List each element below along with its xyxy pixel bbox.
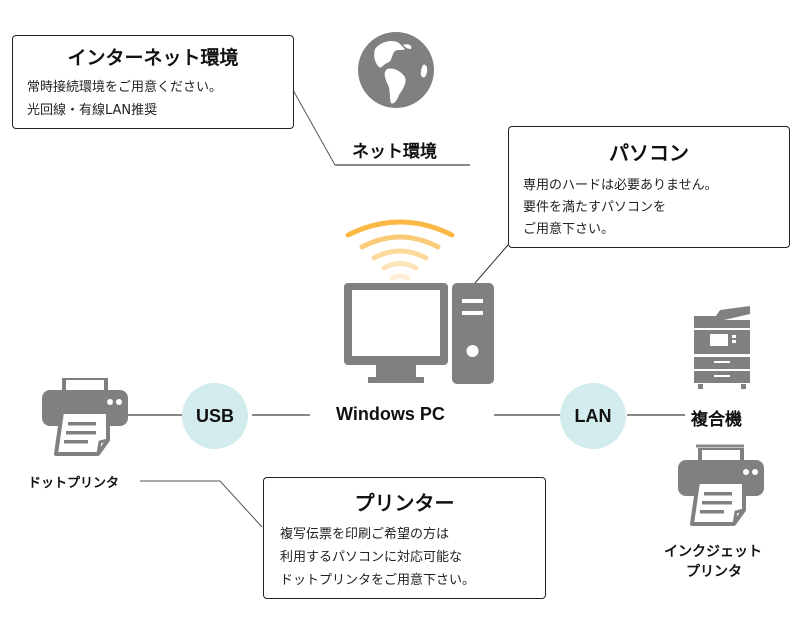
pc-callout-line2: 要件を満たすパソコンを bbox=[523, 200, 667, 215]
monitor-icon bbox=[344, 283, 448, 383]
usb-badge: USB bbox=[182, 383, 248, 449]
lan-badge: LAN bbox=[560, 383, 626, 449]
printer-callout: プリンター 複写伝票を印刷ご希望の方は 利用するパソコンに対応可能な ドットプリ… bbox=[263, 477, 546, 599]
dot-printer-icon bbox=[42, 378, 128, 456]
globe-icon bbox=[358, 32, 434, 108]
pc-callout-pointer bbox=[474, 244, 509, 284]
dot-printer-label: ドットプリンタ bbox=[28, 476, 120, 491]
mfp-label: 複合機 bbox=[691, 410, 742, 430]
pc-callout: パソコン 専用のハードは必要ありません。 要件を満たすパソコンを ご用意下さい。 bbox=[508, 126, 790, 248]
inkjet-label-line2: プリンタ bbox=[686, 564, 742, 580]
net-label: ネット環境 bbox=[352, 142, 437, 162]
printer-callout-line1: 複写伝票を印刷ご希望の方は bbox=[280, 527, 450, 542]
printer-callout-pointer bbox=[140, 480, 263, 528]
internet-callout-line2: 光回線・有線LAN推奨 bbox=[27, 103, 158, 118]
internet-callout: インターネット環境 常時接続環境をご用意ください。 光回線・有線LAN推奨 bbox=[12, 35, 294, 129]
inkjet-label-line1: インクジェット bbox=[664, 544, 762, 560]
internet-callout-title: インターネット環境 bbox=[67, 47, 239, 69]
wifi-icon bbox=[345, 219, 455, 281]
internet-callout-line1: 常時接続環境をご用意ください。 bbox=[27, 80, 223, 95]
printer-callout-line2: 利用するパソコンに対応可能な bbox=[280, 550, 463, 565]
inkjet-printer-icon bbox=[678, 448, 764, 526]
pc-callout-line3: ご用意下さい。 bbox=[523, 222, 615, 237]
pc-label: Windows PC bbox=[336, 404, 445, 424]
pc-callout-title: パソコン bbox=[609, 141, 689, 165]
multifunction-printer-icon bbox=[694, 306, 750, 389]
printer-callout-title: プリンター bbox=[354, 491, 455, 515]
pc-tower-icon bbox=[452, 283, 494, 384]
printer-callout-line3: ドットプリンタをご用意下さい。 bbox=[280, 573, 476, 588]
pc-callout-line1: 専用のハードは必要ありません。 bbox=[523, 178, 718, 193]
